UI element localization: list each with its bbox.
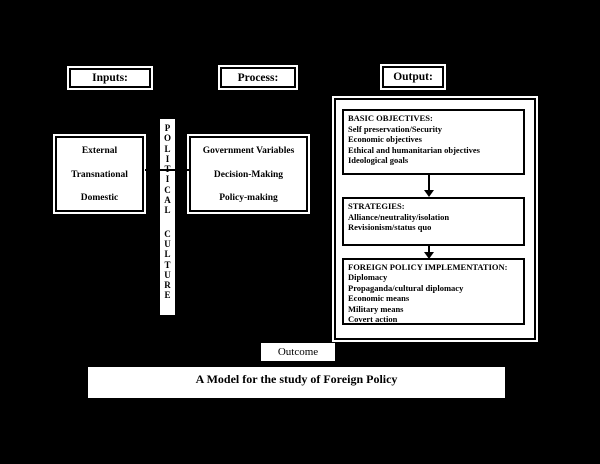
strip-letter: C bbox=[164, 228, 171, 239]
strategies-item: Revisionism/status quo bbox=[348, 222, 432, 233]
process-line-government-variables: Government Variables bbox=[202, 146, 295, 156]
output-header-box: Output: bbox=[382, 66, 444, 88]
implementation-box: FOREIGN POLICY IMPLEMENTATION: Diplomacy… bbox=[342, 258, 525, 325]
strip-letter: I bbox=[165, 153, 170, 164]
implementation-item: Propaganda/cultural diplomacy bbox=[348, 282, 464, 293]
basic-objectives-box: BASIC OBJECTIVES: Self preservation/Secu… bbox=[342, 109, 525, 175]
process-line-policy-making: Policy-making bbox=[219, 193, 278, 203]
inputs-header-label: Inputs: bbox=[92, 72, 128, 84]
output-header-label: Output: bbox=[393, 71, 433, 83]
strip-letter: O bbox=[163, 133, 171, 144]
process-header-box: Process: bbox=[220, 67, 296, 88]
implementation-title: FOREIGN POLICY IMPLEMENTATION: bbox=[348, 262, 508, 272]
strategies-box: STRATEGIES: Alliance/neutrality/isolatio… bbox=[342, 197, 525, 246]
strip-letter: P bbox=[164, 123, 171, 133]
outcome-label: Outcome bbox=[277, 346, 319, 358]
strip-letter: L bbox=[164, 205, 171, 216]
strip-letter: A bbox=[164, 195, 171, 206]
strip-letter: L bbox=[164, 143, 171, 154]
basic-objective-item: Economic objectives bbox=[348, 134, 422, 145]
strip-letter: U bbox=[164, 269, 171, 280]
diagram-title: A Model for the study of Foreign Policy bbox=[195, 372, 398, 386]
basic-objectives-title: BASIC OBJECTIVES: bbox=[348, 113, 433, 123]
implementation-item: Economic means bbox=[348, 293, 410, 304]
strategies-to-implementation-arrow-line bbox=[428, 246, 430, 253]
basic-objective-item: Ideological goals bbox=[348, 155, 409, 166]
strip-letter: I bbox=[165, 174, 170, 185]
basic-objective-item: Self preservation/Security bbox=[348, 123, 443, 134]
diagram-title-bar: A Model for the study of Foreign Policy bbox=[88, 367, 505, 398]
inputs-variables-box: External Transnational Domestic bbox=[55, 136, 144, 212]
process-line-decision-making: Decision-Making bbox=[213, 169, 284, 180]
implementation-item: Covert action bbox=[348, 314, 398, 325]
strip-letter: R bbox=[164, 280, 171, 291]
objectives-to-strategies-arrowhead-icon bbox=[424, 190, 434, 197]
strategies-item: Alliance/neutrality/isolation bbox=[348, 211, 450, 222]
inputs-to-process-connector-line bbox=[145, 169, 189, 171]
implementation-item: Diplomacy bbox=[348, 272, 388, 283]
process-header-label: Process: bbox=[237, 71, 279, 84]
strategies-title: STRATEGIES: bbox=[348, 201, 405, 211]
strategies-to-implementation-arrowhead-icon bbox=[424, 252, 434, 259]
strip-letter: E bbox=[164, 290, 171, 301]
objectives-to-strategies-arrow-line bbox=[428, 175, 430, 191]
implementation-item: Military means bbox=[348, 303, 404, 314]
input-line-transnational: Transnational bbox=[71, 169, 128, 180]
strip-letter: T bbox=[164, 259, 171, 270]
input-line-domestic: Domestic bbox=[80, 193, 119, 203]
outcome-box: Outcome bbox=[260, 342, 336, 362]
inputs-header-box: Inputs: bbox=[69, 68, 151, 88]
strip-letter: C bbox=[164, 184, 171, 195]
process-variables-box: Government Variables Decision-Making Pol… bbox=[189, 136, 308, 212]
strip-letter: L bbox=[164, 249, 171, 260]
input-line-external: External bbox=[81, 146, 118, 156]
basic-objective-item: Ethical and humanitarian objectives bbox=[348, 144, 480, 155]
strip-letter: U bbox=[164, 238, 171, 249]
